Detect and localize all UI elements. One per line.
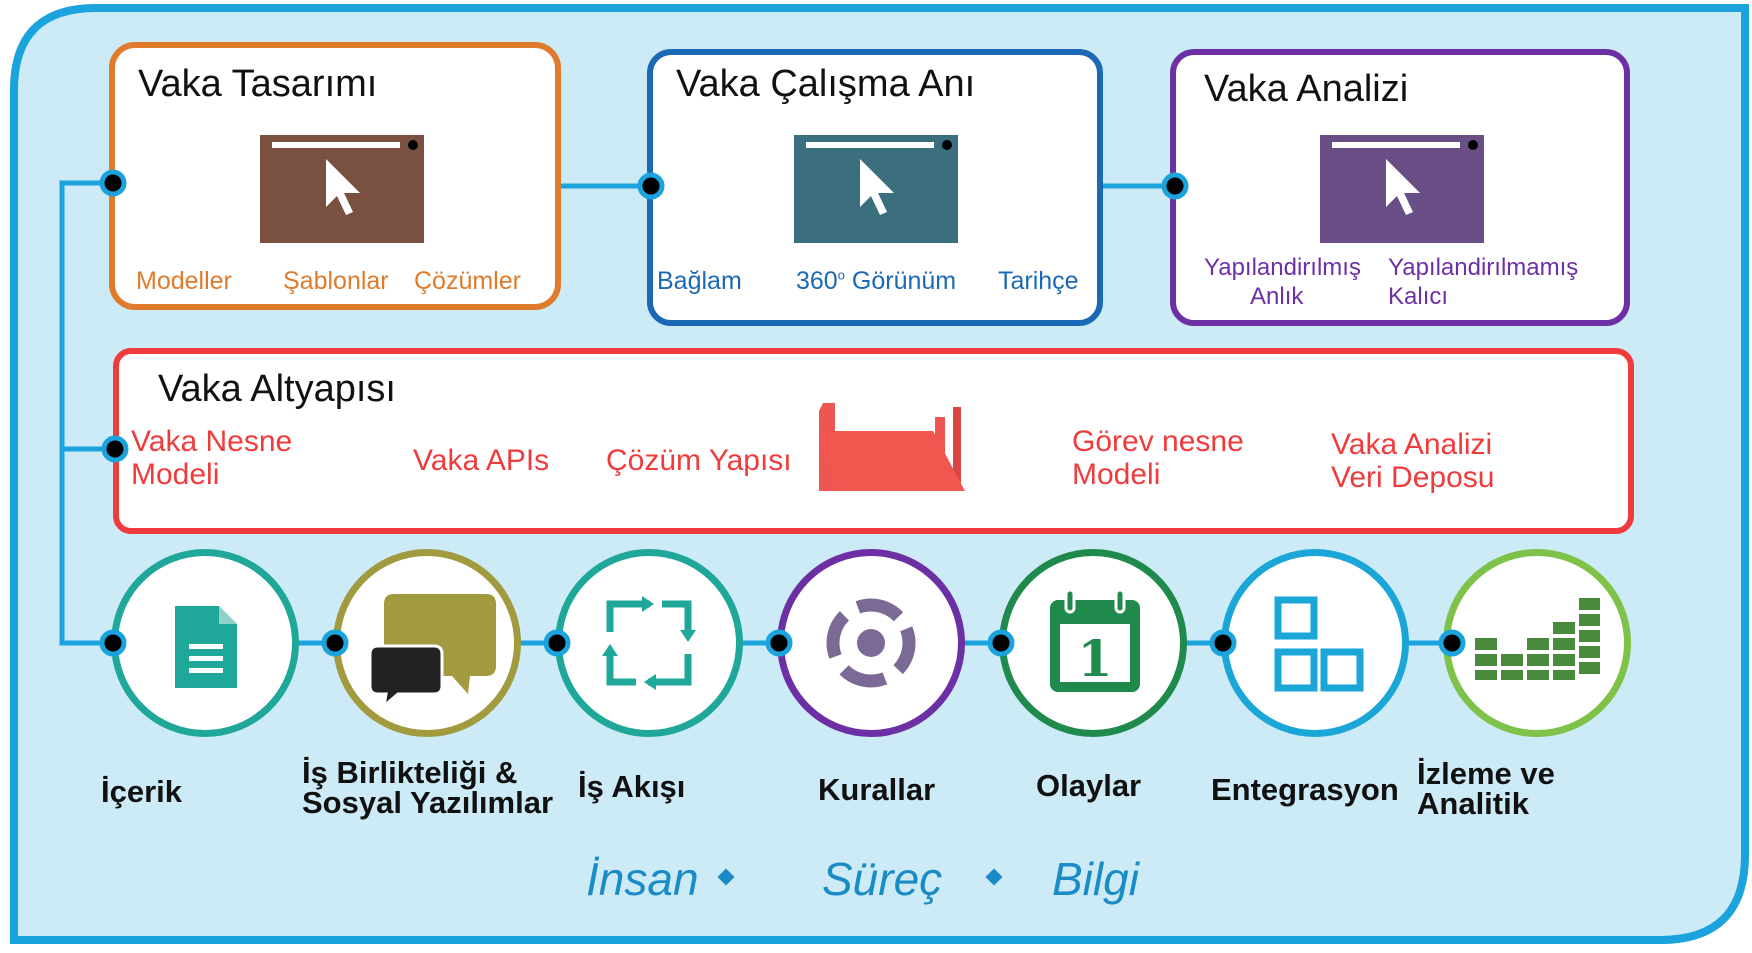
design-item-solutions: Çözümler [414, 267, 521, 295]
motto-people: İnsan [586, 853, 699, 905]
infra-item-case-object-model: Vaka Nesne Modeli [131, 425, 293, 491]
runtime-item-context: Bağlam [657, 267, 742, 295]
capability-workflow-circle [555, 549, 743, 737]
capability-label-monitoring: İzleme ve Analitik [1417, 756, 1555, 822]
connector-dot [99, 629, 127, 657]
connector-dot [101, 435, 129, 463]
squares-icon [1268, 596, 1364, 697]
folder-icon [815, 395, 965, 500]
analysis-item-unstructured: Yapılandirılmamış [1388, 254, 1579, 281]
calendar-day-number: 1 [1078, 629, 1113, 688]
chat-bubbles-icon [368, 594, 498, 710]
capability-label-content: İçerik [101, 774, 183, 809]
workflow-arrows-icon [600, 594, 698, 697]
left-connector-line [59, 180, 113, 646]
capability-label-integration: Entegrasyon [1211, 772, 1399, 807]
analysis-box-title: Vaka Analizi [1204, 68, 1409, 110]
runtime-item-360-view: 360o Görünüm [796, 267, 957, 295]
infrastructure-box-title: Vaka Altyapısı [158, 368, 396, 410]
capability-label-workflow: İş Akışı [578, 769, 686, 804]
bar-chart-icon [1475, 598, 1600, 685]
analysis-item-persistent: Kalıcı [1388, 283, 1449, 310]
design-box-title: Vaka Tasarımı [138, 63, 378, 105]
window-cursor-icon [794, 135, 958, 243]
connector-dot [1161, 172, 1189, 200]
infra-item-solution-structure: Çözüm Yapısı [606, 444, 792, 477]
connector-dot [1438, 629, 1466, 657]
window-cursor-icon [260, 135, 424, 243]
capability-label-events: Olaylar [1036, 768, 1142, 803]
analysis-item-structured: Yapılandirılmış [1204, 254, 1361, 281]
connector-dot [765, 629, 793, 657]
window-cursor-icon [1320, 135, 1484, 243]
infra-item-case-analysis-data-store: Vaka Analizi Veri Deposu [1331, 428, 1495, 494]
connector-dot [1209, 629, 1237, 657]
analysis-item-instant: Anlık [1250, 283, 1304, 310]
capability-label-collaboration: İş Birlikteliği & Sosyal Yazılımlar [302, 755, 554, 821]
document-icon [175, 606, 237, 693]
capability-integration-circle [1221, 549, 1409, 737]
infra-item-case-apis: Vaka APIs [413, 444, 550, 477]
connector-dot [543, 629, 571, 657]
connector-dot [987, 629, 1015, 657]
target-icon [822, 594, 920, 697]
connector-dot [99, 169, 127, 197]
design-item-models: Modeller [136, 267, 232, 295]
calendar-icon: 1 [1050, 588, 1140, 697]
runtime-box-title: Vaka Çalışma Anı [676, 63, 976, 105]
motto-information: Bilgi [1052, 853, 1139, 905]
capability-label-rules: Kurallar [818, 772, 936, 807]
motto-process: Süreç [822, 853, 943, 905]
runtime-item-history: Tarihçe [998, 267, 1079, 295]
infrastructure-box [113, 348, 1634, 534]
infra-item-task-object-model: Görev nesne Modeli [1072, 425, 1244, 491]
connector-dot [637, 172, 665, 200]
design-item-templates: Şablonlar [283, 267, 389, 295]
connector-dot [321, 629, 349, 657]
